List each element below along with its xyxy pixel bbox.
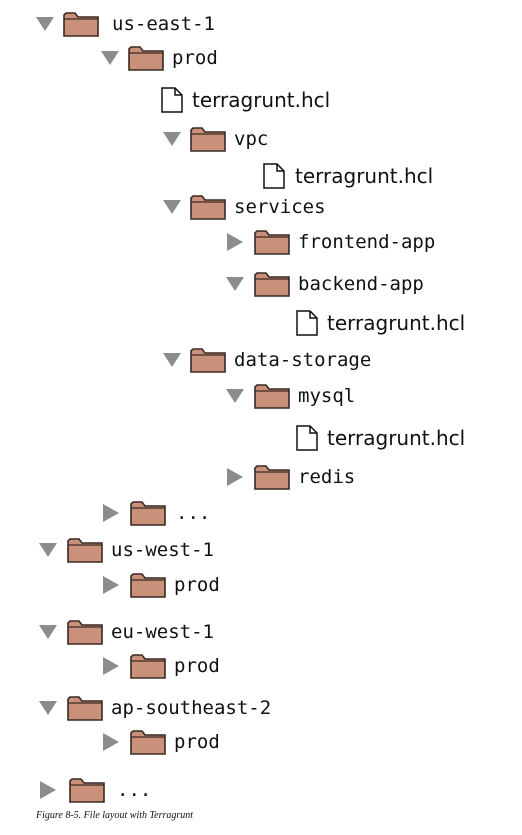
tree-node-prod[interactable]: prod [100, 569, 220, 601]
folder-label: us-west-1 [111, 539, 214, 561]
triangle-down-icon[interactable] [34, 13, 56, 35]
triangle-down-icon[interactable] [161, 196, 183, 218]
folder-label: ... [117, 779, 152, 801]
tree-node-ap-southeast-2[interactable]: ap-southeast-2 [37, 692, 271, 724]
tree-node-data-storage[interactable]: data-storage [161, 344, 371, 376]
tree-node-mysql[interactable]: mysql [224, 380, 355, 412]
file-icon [161, 87, 183, 113]
folder-label: us-east-1 [112, 13, 215, 35]
folder-icon [67, 694, 103, 722]
triangle-down-icon[interactable] [37, 697, 59, 719]
tree-node-backend-app[interactable]: backend-app [224, 268, 424, 300]
file-label: terragrunt.hcl [295, 164, 434, 188]
triangle-down-icon[interactable] [224, 385, 246, 407]
folder-icon [254, 382, 290, 410]
file-label: terragrunt.hcl [192, 88, 331, 112]
file-icon [296, 310, 318, 336]
triangle-right-icon[interactable] [100, 731, 122, 753]
folder-icon [69, 776, 105, 804]
triangle-right-icon[interactable] [100, 502, 122, 524]
tree-node-frontend-app[interactable]: frontend-app [224, 226, 435, 258]
tree-node-prod[interactable]: prod [100, 726, 220, 758]
tree-node-vpc[interactable]: vpc [161, 123, 268, 155]
triangle-right-icon[interactable] [100, 655, 122, 677]
tree-node-prod[interactable]: prod [100, 650, 220, 682]
folder-label: eu-west-1 [111, 621, 214, 643]
folder-icon [190, 346, 226, 374]
tree-node-redis[interactable]: redis [224, 461, 355, 493]
file-icon [296, 425, 318, 451]
folder-icon [254, 228, 290, 256]
folder-label: mysql [298, 385, 356, 407]
tree-node-ellipsis[interactable]: ... [37, 774, 151, 806]
triangle-right-icon[interactable] [37, 779, 59, 801]
file-label: terragrunt.hcl [327, 311, 466, 335]
tree-node-eu-west-1[interactable]: eu-west-1 [37, 616, 214, 648]
folder-icon [130, 728, 166, 756]
folder-icon [130, 652, 166, 680]
folder-icon [130, 499, 166, 527]
tree-node-prod[interactable]: prod [99, 42, 218, 74]
file-label: terragrunt.hcl [327, 426, 466, 450]
folder-label: ap-southeast-2 [111, 697, 272, 719]
folder-icon [128, 44, 164, 72]
folder-icon [67, 536, 103, 564]
triangle-right-icon[interactable] [224, 466, 246, 488]
folder-icon [63, 10, 99, 38]
folder-label: frontend-app [298, 231, 436, 253]
triangle-down-icon[interactable] [99, 47, 121, 69]
tree-node-us-west-1[interactable]: us-west-1 [37, 534, 214, 566]
tree-node-ellipsis[interactable]: ... [100, 497, 210, 529]
tree-node-us-east-1[interactable]: us-east-1 [34, 8, 215, 40]
folder-label: prod [174, 574, 220, 596]
folder-label: data-storage [234, 349, 372, 371]
figure-caption: Figure 8-5. File layout with Terragrunt [36, 810, 194, 821]
folder-icon [130, 571, 166, 599]
folder-label: redis [298, 466, 356, 488]
folder-icon [254, 463, 290, 491]
tree-file-terragrunt-hcl[interactable]: terragrunt.hcl [296, 422, 465, 454]
triangle-down-icon[interactable] [161, 128, 183, 150]
tree-file-terragrunt-hcl[interactable]: terragrunt.hcl [296, 307, 465, 339]
folder-icon [190, 125, 226, 153]
tree-file-terragrunt-hcl[interactable]: terragrunt.hcl [263, 160, 433, 192]
folder-label: prod [172, 47, 218, 69]
tree-file-terragrunt-hcl[interactable]: terragrunt.hcl [161, 84, 330, 116]
folder-icon [67, 618, 103, 646]
folder-label: backend-app [298, 273, 424, 295]
folder-label: services [234, 196, 326, 218]
folder-label: ... [176, 502, 211, 524]
tree-node-services[interactable]: services [161, 191, 326, 223]
folder-icon [254, 270, 290, 298]
folder-icon [190, 193, 226, 221]
folder-label: prod [174, 655, 220, 677]
triangle-down-icon[interactable] [224, 273, 246, 295]
folder-label: vpc [234, 128, 269, 150]
triangle-down-icon[interactable] [161, 349, 183, 371]
folder-label: prod [174, 731, 220, 753]
triangle-down-icon[interactable] [37, 621, 59, 643]
triangle-down-icon[interactable] [37, 539, 59, 561]
file-icon [263, 163, 285, 189]
triangle-right-icon[interactable] [100, 574, 122, 596]
triangle-right-icon[interactable] [224, 231, 246, 253]
